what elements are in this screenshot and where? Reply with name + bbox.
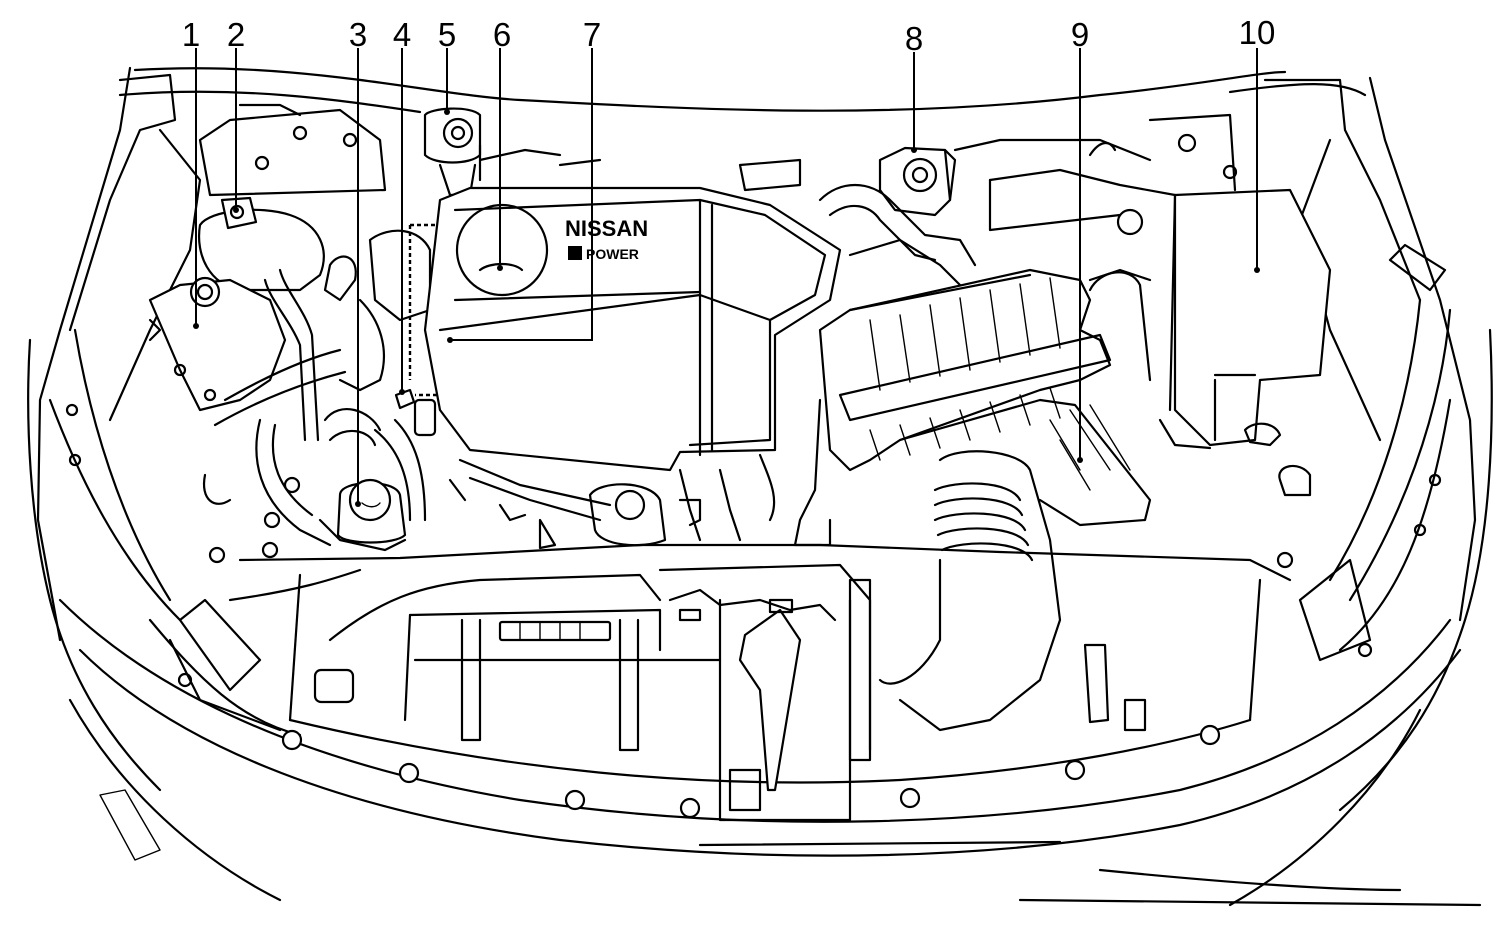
callout-2: 2 <box>227 16 245 53</box>
hood-opening-outline <box>27 66 1493 907</box>
callout-4: 4 <box>393 16 411 53</box>
callout-leaders <box>193 48 1260 507</box>
callout-10: 10 <box>1239 14 1276 51</box>
engine-cover-brand: NISSAN <box>565 216 648 241</box>
washer-fluid-cap <box>878 146 957 217</box>
engine-bay-misc <box>478 138 1152 547</box>
air-cleaner-box <box>818 183 1152 527</box>
callout-1: 1 <box>182 16 200 53</box>
battery-fuse-box <box>988 113 1332 450</box>
callout-5: 5 <box>438 16 456 53</box>
brake-fluid-reservoir <box>423 107 482 197</box>
engine-cover-sub-brand: POWER <box>586 246 639 262</box>
callout-3: 3 <box>349 16 367 53</box>
callout-6: 6 <box>493 16 511 53</box>
engine-lower-area <box>448 453 776 550</box>
left-fender-apron <box>48 73 282 732</box>
radiator-core-support <box>208 541 1294 819</box>
left-reservoir-area <box>148 103 387 547</box>
engine-cover: NISSAN POWER <box>423 186 842 472</box>
front-panel-components <box>313 563 1147 822</box>
intake-hose <box>878 450 1062 732</box>
brand-mark <box>568 246 582 260</box>
callout-numbers: 1 2 3 4 5 6 7 8 9 10 <box>182 14 1276 57</box>
callout-9: 9 <box>1071 16 1089 53</box>
callout-8: 8 <box>905 20 923 57</box>
callout-7: 7 <box>583 16 601 53</box>
engine-intake-area <box>318 229 437 552</box>
